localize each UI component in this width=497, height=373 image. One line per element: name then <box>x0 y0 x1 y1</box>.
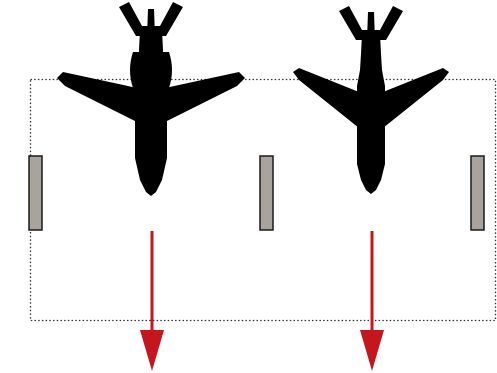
exit-arrow-left <box>140 231 164 371</box>
gate-post-left <box>28 155 43 231</box>
jet-aircraft-top-view-icon <box>57 2 245 196</box>
jet-aircraft-top-view-icon <box>293 6 449 194</box>
exit-arrow-right <box>360 231 384 371</box>
gate-post-middle <box>259 155 274 231</box>
gate-post-right <box>470 155 485 231</box>
